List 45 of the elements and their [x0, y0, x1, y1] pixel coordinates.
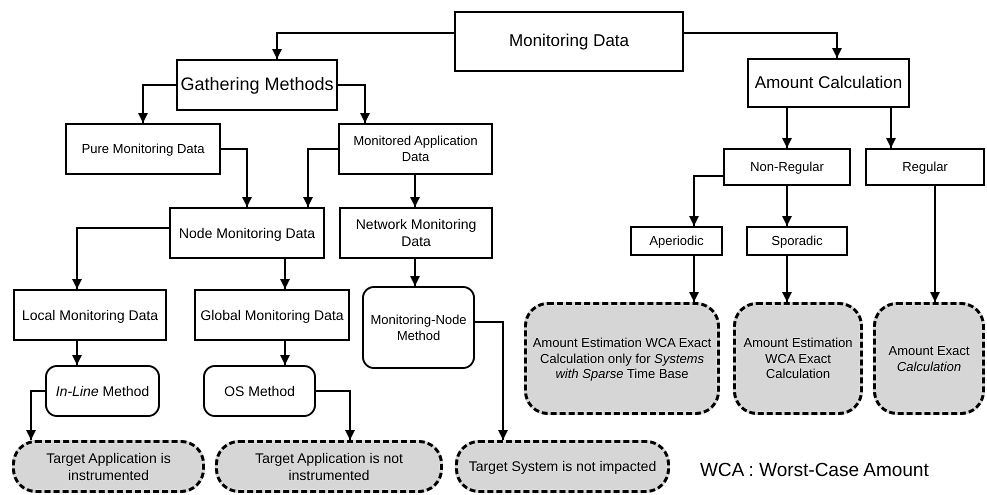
arrow: [72, 227, 169, 289]
dashed-result-box: Target Application is instrumented: [12, 440, 205, 493]
process-box: Aperiodic: [630, 226, 723, 256]
arrow: [338, 84, 370, 123]
arrow: [26, 390, 45, 440]
process-box: Pure Monitoring Data: [65, 123, 221, 175]
process-box: Non-Regular: [723, 148, 851, 186]
process-box: Sporadic: [746, 226, 848, 256]
arrow: [689, 175, 723, 226]
dashed-result-box: Amount Estimation WCA Exact Calculation only for Systems with Sparse Time Base: [524, 302, 720, 415]
process-box: Node Monitoring Data: [169, 207, 325, 259]
arrow: [138, 84, 176, 123]
arrow: [684, 32, 842, 58]
arrow: [72, 341, 82, 365]
process-box: Monitored Application Data: [338, 123, 493, 175]
dashed-result-box: Target System is not impacted: [455, 440, 670, 493]
arrow: [782, 256, 792, 302]
process-box: Local Monitoring Data: [13, 289, 167, 341]
process-box: Regular: [865, 148, 985, 186]
process-box: Amount Calculation: [747, 58, 910, 108]
arrow: [410, 259, 420, 286]
arrow: [221, 148, 252, 207]
arrow: [316, 390, 355, 440]
rounded-method-box: OS Method: [203, 365, 316, 417]
dashed-result-box: Amount Exact Calculation: [873, 302, 985, 415]
dashed-result-box: Target Application is not instrumented: [215, 440, 443, 493]
arrow: [280, 259, 290, 289]
process-box: Global Monitoring Data: [194, 289, 350, 341]
abbreviation-note: WCA : Worst-Case Amount: [700, 460, 929, 482]
arrow: [303, 148, 338, 207]
process-box: Monitoring Data: [454, 11, 684, 72]
process-box: Gathering Methods: [176, 59, 338, 111]
arrow: [782, 186, 792, 226]
arrow: [475, 321, 508, 440]
arrow: [272, 32, 454, 59]
arrow: [280, 341, 290, 365]
rounded-method-box: In-Line Method: [45, 365, 160, 417]
arrow: [782, 108, 792, 148]
rounded-method-box: Monitoring-Node Method: [362, 286, 475, 369]
arrow: [689, 256, 699, 302]
dashed-result-box: Amount Estimation WCA Exact Calculation: [733, 302, 863, 415]
arrow: [410, 175, 420, 207]
process-box: Network Monitoring Data: [339, 207, 493, 259]
arrow: [886, 108, 896, 148]
arrow: [930, 186, 940, 302]
